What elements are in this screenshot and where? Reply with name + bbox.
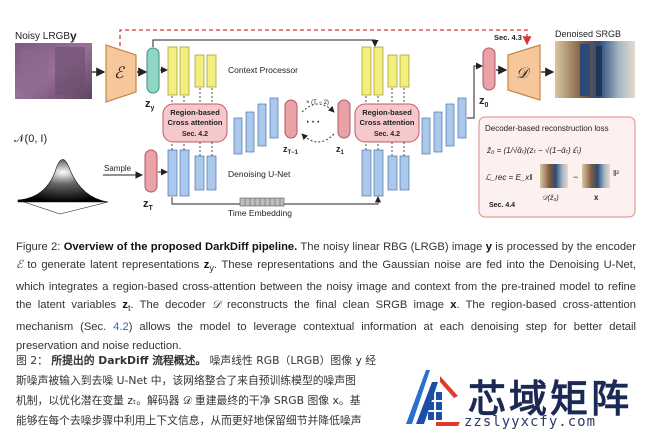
loss-dz-label: 𝒟(ẑ₀) — [542, 195, 559, 202]
output-image-detail — [580, 44, 590, 96]
loss-decoded-thumb — [540, 164, 568, 188]
zT-latent — [144, 149, 158, 193]
region-attn-2-line1: Region-based — [362, 108, 412, 117]
skip-dashed-arrow — [119, 29, 532, 46]
arrow-unet-to-z0 — [467, 62, 483, 119]
output-label: Denoised SRGB — [555, 29, 621, 39]
caption-decoder: 𝒟 — [211, 299, 221, 312]
region-attn-1-line2: Cross attention — [167, 118, 222, 127]
loss-eq2-right: ‖² — [613, 169, 619, 178]
zy-label: zy — [145, 98, 155, 112]
caption-text-4: . These representations and the Gaussian… — [16, 259, 636, 312]
unet-left-encoder — [167, 97, 279, 197]
caption-zy-sub: y — [209, 263, 215, 274]
chinese-fig-title: 所提出的 DarkDiff 流程概述。 — [51, 354, 207, 367]
output-image-detail-2 — [596, 46, 602, 96]
caption-encoder: ℰ — [16, 259, 23, 272]
caption-zt-sub: t — [127, 303, 131, 314]
loss-minus: − — [573, 172, 578, 182]
noisy-input-var: y — [70, 29, 77, 43]
ztm1-label: zT−1 — [283, 144, 299, 156]
caption-sec-link[interactable]: 4.2 — [113, 321, 129, 334]
time-embedding-label: Time Embedding — [228, 208, 292, 218]
chinese-line-1: 图 2： 所提出的 DarkDiff 流程概述。 噪声线性 RGB（LRGB）图… — [16, 354, 411, 368]
context-processor-encoder — [167, 46, 217, 96]
caption-zt: z — [122, 299, 128, 312]
caption-zy: z — [203, 259, 210, 272]
region-attn-1-sec: Sec. 4.2 — [182, 131, 208, 138]
time-embedding-bar — [239, 197, 285, 207]
watermark-url: zzslyyxcfy.com — [464, 414, 597, 430]
noise-dist-label: 𝒩(0, I) — [14, 133, 47, 145]
figure-caption: Figure 2: Overview of the proposed DarkD… — [16, 238, 636, 355]
caption-text-2: is processed by the encoder — [491, 241, 637, 253]
decoder-symbol: 𝒟 — [516, 65, 531, 82]
loop-arrow-top — [301, 103, 335, 113]
caption-text-7: . The region-based cross-attention mecha… — [16, 299, 636, 334]
caption-text-5: . The decoder — [130, 299, 212, 312]
loss-sec: Sec. 4.4 — [489, 202, 515, 209]
z1-latent — [337, 99, 351, 139]
context-to-attn-arrows — [171, 88, 405, 104]
region-attn-2-sec: Sec. 4.2 — [374, 131, 400, 138]
context-processor-decoder — [361, 46, 410, 96]
watermark-logo-icon — [406, 370, 460, 426]
noisy-input-label: Noisy LRGB — [15, 31, 70, 42]
region-attn-block-1 — [162, 103, 228, 143]
sec43-label: Sec. 4.3 — [494, 33, 522, 42]
pipeline-figure: Noisy LRGB y Sec. 4.3 ℰ zy Context Proce… — [14, 29, 636, 218]
denoising-unet-label: Denoising U-Net — [228, 169, 291, 179]
noisy-image-detail-2 — [55, 47, 85, 95]
z1-label: z1 — [336, 144, 345, 156]
region-attn-block-2 — [354, 103, 420, 143]
zy-latent — [146, 47, 160, 94]
gaussian-surface — [17, 159, 109, 203]
chinese-line-1-rest: 噪声线性 RGB（LRGB）图像 y 经 — [209, 354, 377, 367]
loss-x-label: x — [594, 193, 599, 202]
decoder-block — [507, 44, 541, 101]
noisy-image-detail — [20, 50, 48, 94]
loop-dots: ··· — [305, 113, 321, 130]
caption-text-8: ) allows the model to leverage contextua… — [16, 321, 637, 352]
loss-title: Decoder-based reconstruction loss — [485, 124, 609, 133]
loss-target-thumb — [582, 164, 610, 188]
chinese-line-3: 机制，以优化潜在变量 zₜ。解码器 𝒟 重建最终的干净 SRGB 图像 x。基 — [16, 394, 361, 407]
z0-latent — [482, 47, 496, 91]
caption-var-x: x — [450, 299, 457, 312]
gaussian-base — [17, 199, 109, 215]
chinese-line-2: 斯噪声被输入到去噪 U-Net 中，该网络整合了来自预训练模型的噪声图 — [16, 374, 356, 387]
loss-eq1: ẑ₀ = (1/√ᾱₜ)(zₜ − √(1−ᾱₜ) ε̂ₜ) — [486, 146, 582, 155]
caption-label: Figure 2: — [16, 241, 61, 253]
context-processor-label: Context Processor — [228, 65, 298, 75]
region-attn-2-line2: Cross attention — [359, 118, 414, 127]
loop-arrow-bottom — [301, 133, 335, 143]
zT-label: zT — [143, 198, 154, 212]
unet-right-decoder — [361, 97, 467, 197]
context-skip-arrow — [152, 39, 379, 47]
chinese-fig-label: 图 2： — [16, 354, 48, 367]
caption-title: Overview of the proposed DarkDiff pipeli… — [63, 241, 298, 253]
chinese-line-4: 能够在每个去噪步骤中利用上下文信息，从而更好地保留细节并降低噪声 — [16, 414, 362, 427]
sample-label: Sample — [104, 164, 132, 173]
output-image — [555, 41, 635, 98]
loss-eq2-left: ℒ_rec = E_x‖ — [485, 173, 533, 182]
caption-text-1: The noisy linear RBG (LRGB) image — [297, 241, 486, 253]
watermark-logo-text: 芯域矩阵 — [468, 377, 633, 421]
loop-count-label: × (T − 2) — [306, 100, 329, 106]
encoder-symbol: ℰ — [114, 65, 126, 82]
caption-text-6: reconstructs the final clean SRGB image — [220, 299, 451, 312]
unet-to-attn-arrows — [171, 142, 405, 156]
zt-minus-1-latent — [284, 99, 298, 139]
region-attn-1-line1: Region-based — [170, 108, 220, 117]
z0-label: z0 — [479, 95, 489, 109]
encoder-block — [105, 44, 137, 103]
caption-var-y: y — [485, 241, 492, 253]
caption-text-3: to generate latent representations — [22, 259, 204, 272]
